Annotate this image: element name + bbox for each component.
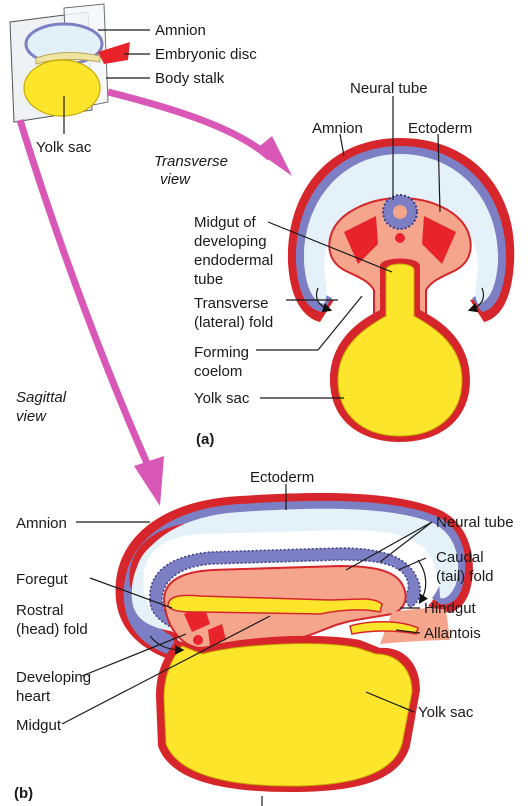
label-transverse-view-1: Transverse	[154, 153, 228, 170]
label-midgut-a-4: tube	[194, 271, 223, 288]
transverse-amniotic-cavity	[303, 154, 499, 304]
label-sagittal-view-2: view	[16, 408, 47, 425]
label-neural-tube-a: Neural tube	[350, 80, 428, 97]
transverse-section	[287, 138, 515, 442]
sagittal-amniotic-cavity	[131, 508, 459, 632]
label-ectoderm-a: Ectoderm	[408, 120, 472, 137]
label-panel-b: (b)	[14, 785, 33, 802]
label-forming-coelom-2: coelom	[194, 363, 242, 380]
sagittal-gut-tube	[167, 594, 383, 615]
transverse-mesoderm-left	[344, 216, 378, 264]
label-yolk-sac-a: Yolk sac	[194, 390, 250, 407]
transverse-mesoderm-right	[422, 216, 456, 264]
small-yolk-sac	[23, 59, 101, 117]
sagittal-yolk-sac	[163, 643, 413, 787]
label-transverse-fold-2: (lateral) fold	[194, 314, 273, 331]
label-rostral-fold-2: (head) fold	[16, 621, 88, 638]
label-embryonic-disc: Embryonic disc	[155, 46, 257, 63]
transverse-neural-canal	[393, 205, 407, 219]
label-neural-tube-b: Neural tube	[436, 514, 514, 531]
sagittal-amnion	[123, 500, 466, 658]
small-embryo-overview	[9, 3, 150, 134]
label-body-stalk: Body stalk	[155, 70, 225, 87]
label-ectoderm-b: Ectoderm	[250, 469, 314, 486]
label-transverse-fold-1: Transverse	[194, 295, 268, 312]
label-midgut-b: Midgut	[16, 717, 62, 734]
label-caudal-fold-1: Caudal	[436, 549, 484, 566]
label-allantois: Allantois	[424, 625, 481, 642]
sagittal-section	[115, 492, 473, 792]
transverse-view-arrow	[107, 88, 292, 176]
label-forming-coelom-1: Forming	[194, 344, 249, 361]
label-foregut: Foregut	[16, 571, 69, 588]
small-body-stalk	[98, 42, 130, 64]
label-midgut-a-2: developing	[194, 233, 267, 250]
transverse-notochord	[395, 233, 405, 243]
label-panel-a: (a)	[196, 431, 214, 448]
label-amnion-top: Amnion	[155, 22, 206, 39]
label-yolk-sac-top: Yolk sac	[36, 139, 92, 156]
label-caudal-fold-2: (tail) fold	[436, 568, 494, 585]
label-developing-heart-2: heart	[16, 688, 51, 705]
sagittal-view-arrow	[16, 118, 164, 506]
label-sagittal-view-1: Sagittal	[16, 389, 67, 406]
label-developing-heart-1: Developing	[16, 669, 91, 686]
label-hindgut: Hindgut	[424, 600, 477, 617]
label-rostral-fold-1: Rostral	[16, 602, 64, 619]
label-midgut-a-1: Midgut of	[194, 214, 257, 231]
label-yolk-sac-b: Yolk sac	[418, 704, 474, 721]
label-midgut-a-3: endodermal	[194, 252, 273, 269]
label-amnion-b: Amnion	[16, 515, 67, 532]
label-transverse-view-2: view	[160, 171, 191, 188]
sagittal-neural-tube	[149, 547, 422, 629]
transverse-yolk-sac	[337, 263, 463, 437]
label-amnion-a: Amnion	[312, 120, 363, 137]
